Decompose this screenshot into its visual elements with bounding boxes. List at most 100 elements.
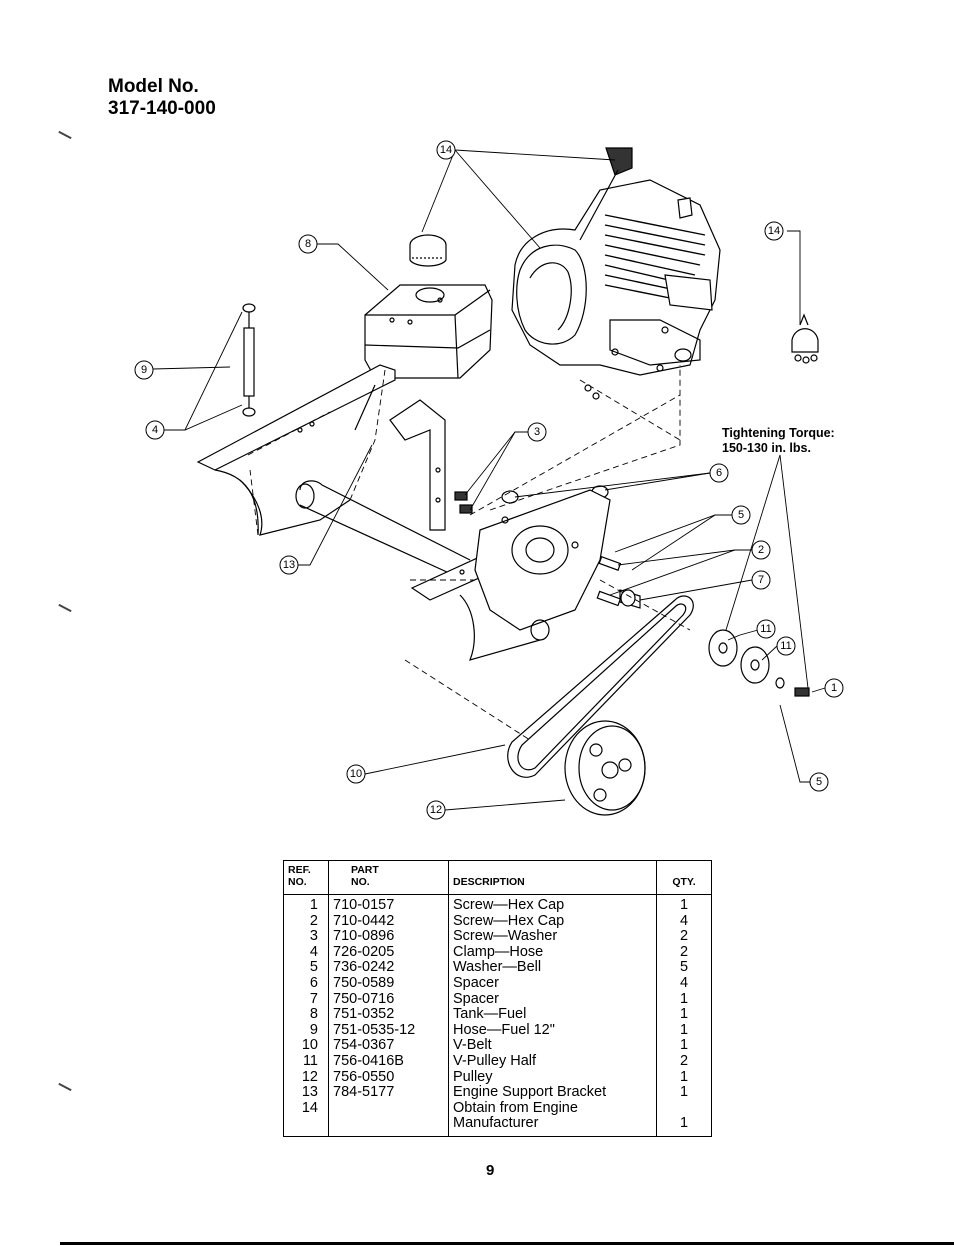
qty-cell: 1 — [679, 1068, 689, 1085]
part-cell: 750-0589 — [328, 975, 449, 992]
table-row: Manufacturer 1 — [283, 1115, 712, 1137]
engine-mount-plate — [474, 489, 611, 641]
callout-number: 12 — [430, 804, 442, 816]
callout-10: 10 — [346, 764, 366, 784]
header-description: DESCRIPTION — [448, 860, 657, 895]
part-cell: 710-0442 — [328, 913, 449, 930]
table-row: 14 Obtain from Engine — [283, 1100, 712, 1117]
qty-cell: 2 — [679, 943, 689, 960]
part-cell: 710-0896 — [328, 929, 449, 945]
part-cell: 750-0716 — [328, 991, 449, 1008]
qty-cell: 2 — [679, 928, 689, 945]
tightening-torque-note: Tightening Torque: 150-130 in. lbs. — [722, 426, 835, 456]
description-cell: Manufacturer — [448, 1115, 657, 1137]
callout-14-right: 14 — [764, 221, 784, 241]
qty-cell: 5 — [679, 959, 689, 976]
ref-cell: 7 — [283, 991, 329, 1008]
header-qty: QTY. — [656, 860, 712, 895]
qty-cell — [657, 1101, 712, 1117]
pulley-part — [564, 720, 646, 816]
description-cell: Tank—Fuel — [448, 1007, 657, 1023]
model-heading: Model No. 317-140-000 — [108, 76, 216, 120]
part-cell: 756-0550 — [328, 1069, 449, 1086]
engine-illustration — [511, 147, 721, 400]
fuel-hose-part — [242, 303, 256, 417]
part-cell: 756-0416B — [328, 1053, 449, 1070]
callout-13: 13 — [279, 555, 299, 575]
callout-number: 11 — [780, 640, 791, 652]
qty-cell: 1 — [679, 897, 689, 913]
part-cell — [328, 1116, 449, 1137]
description-cell: Spacer — [448, 975, 657, 992]
callout-number: 13 — [283, 559, 295, 571]
description-cell: Obtain from Engine — [448, 1100, 657, 1117]
callout-number: 6 — [716, 467, 722, 479]
description-cell: Washer—Bell — [448, 960, 657, 976]
description-cell: Screw—Hex Cap — [448, 913, 657, 930]
callout-number: 5 — [816, 776, 822, 788]
ref-cell: 5 — [283, 960, 329, 976]
description-cell: Screw—Hex Cap — [448, 894, 657, 914]
description-cell: Clamp—Hose — [448, 944, 657, 961]
callout-number: 5 — [738, 509, 744, 521]
callout-6: 6 — [709, 463, 729, 483]
callout-number: 9 — [141, 364, 147, 376]
callout-number: 2 — [758, 544, 764, 556]
v-pulley-halves — [708, 629, 785, 689]
callout-1: 1 — [824, 678, 844, 698]
callout-number: 4 — [152, 424, 158, 436]
callout-11-left: 11 — [756, 619, 776, 639]
ref-cell: 9 — [283, 1022, 329, 1039]
description-cell: V-Pulley Half — [448, 1053, 657, 1070]
callout-12: 12 — [426, 800, 446, 820]
ref-cell: 14 — [283, 1100, 329, 1117]
callout-number: 14 — [440, 144, 452, 156]
description-cell: Hose—Fuel 12" — [448, 1022, 657, 1039]
description-cell: Pulley — [448, 1069, 657, 1086]
ref-cell: 8 — [283, 1007, 329, 1023]
ref-cell: 1 — [283, 894, 329, 914]
callout-number: 8 — [305, 238, 311, 250]
exploded-parts-diagram: 14 8 9 4 3 13 14 6 5 2 7 11 11 1 10 12 5 — [134, 140, 844, 820]
hex-cap-screws — [454, 491, 810, 697]
part-cell: 710-0157 — [328, 894, 449, 914]
qty-cell: 4 — [679, 912, 689, 929]
qty-cell: 1 — [679, 1115, 689, 1132]
qty-cell: 1 — [679, 1021, 689, 1038]
callout-11-right: 11 — [776, 636, 796, 656]
callout-number: 7 — [758, 574, 764, 586]
qty-cell: 1 — [679, 1037, 689, 1054]
callout-9: 9 — [134, 360, 154, 380]
ref-cell: 3 — [283, 929, 329, 945]
fuel-tank-part — [364, 284, 493, 379]
ref-cell: 12 — [283, 1069, 329, 1086]
part-cell: 754-0367 — [328, 1038, 449, 1054]
callout-14-top: 14 — [436, 140, 456, 160]
torque-value: 150-130 in. lbs. — [722, 441, 811, 455]
callout-7: 7 — [751, 570, 771, 590]
part-cell: 784-5177 — [328, 1085, 449, 1101]
ref-cell: 11 — [283, 1053, 329, 1070]
callout-labels: 14 8 9 4 3 13 14 6 5 2 7 11 11 1 10 12 5 — [134, 140, 844, 820]
ref-cell: 6 — [283, 975, 329, 992]
callout-3: 3 — [527, 422, 547, 442]
ref-cell: 13 — [283, 1085, 329, 1101]
page-number: 9 — [486, 1162, 495, 1179]
callout-number: 10 — [350, 768, 362, 780]
v-belt-part — [507, 595, 694, 778]
callout-5-upper: 5 — [731, 505, 751, 525]
callout-8: 8 — [298, 234, 318, 254]
callout-number: 3 — [534, 426, 540, 438]
callout-5-lower: 5 — [809, 772, 829, 792]
